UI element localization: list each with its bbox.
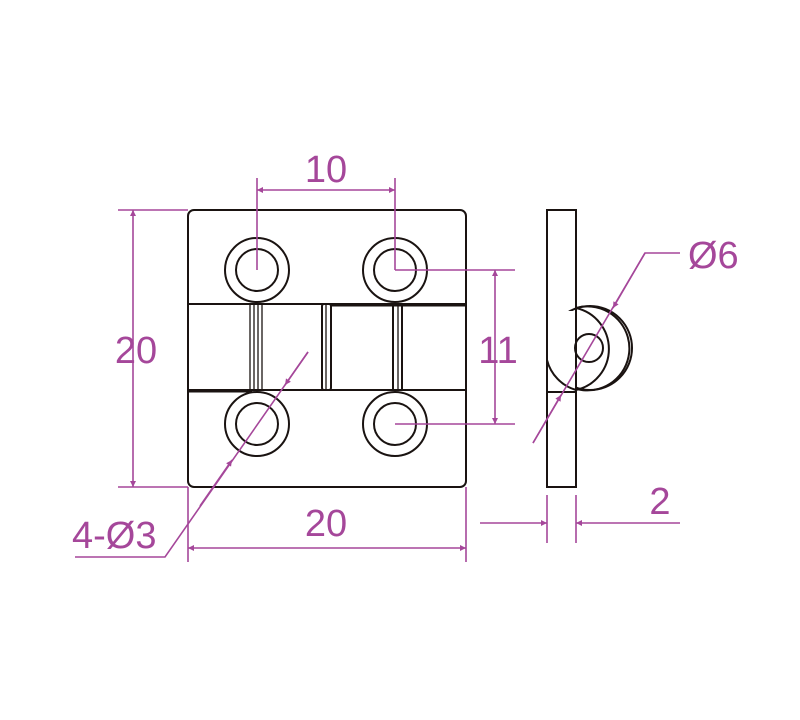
dim-knuckle-diameter: Ø6 xyxy=(532,235,739,444)
front-view xyxy=(187,209,467,488)
dim-label-holes: 4-Ø3 xyxy=(72,515,156,557)
dim-hole-spacing-horizontal: 10 xyxy=(256,149,396,270)
knuckle-joints xyxy=(249,303,403,391)
dim-hole-spacing-vertical: 11 xyxy=(395,269,518,425)
dim-holes-leader: 4-Ø3 xyxy=(72,351,309,558)
dim-plate-height: 20 xyxy=(115,209,188,488)
side-view xyxy=(546,209,633,488)
dim-label-10: 10 xyxy=(305,149,347,191)
dim-plate-width: 20 xyxy=(187,487,467,562)
plate-outline xyxy=(187,209,467,488)
dim-label-height: 20 xyxy=(115,330,157,372)
dim-label-width: 20 xyxy=(305,503,347,545)
dim-thickness: 2 xyxy=(480,481,680,543)
dim-label-thickness: 2 xyxy=(649,481,670,523)
dim-label-11: 11 xyxy=(478,330,517,372)
dim-label-diameter: Ø6 xyxy=(688,235,739,277)
